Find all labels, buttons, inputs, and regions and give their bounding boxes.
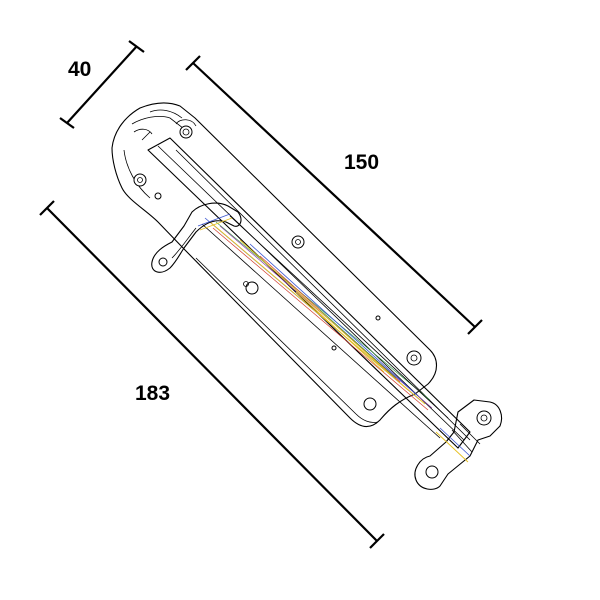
dimension-tick-width-top — [128, 40, 145, 53]
dimension-tick-width-bottom — [59, 117, 75, 129]
handle-knob-end — [158, 257, 168, 267]
dimension-tick-plate-top — [185, 55, 201, 71]
bolt-top-ornament — [133, 119, 197, 141]
dimension-line-width — [66, 45, 138, 124]
bolt-handle — [151, 202, 242, 273]
bolt-shaft — [201, 215, 449, 439]
dimension-overall-length: 183 — [39, 200, 385, 549]
screw-mark-2 — [375, 315, 381, 321]
screw-hole-2 — [154, 192, 162, 200]
screw-hole-3 — [291, 235, 305, 249]
keeper-hole-bottom — [425, 465, 439, 479]
bolt-base-plate — [111, 102, 438, 428]
dimension-tick-plate-bottom — [467, 319, 483, 335]
screw-hole-4 — [245, 281, 259, 295]
plate-edge-detail — [195, 257, 379, 423]
screw-hole-6 — [363, 397, 377, 411]
plate-screw-holes — [133, 173, 422, 411]
screw-mark-1 — [331, 345, 337, 351]
dimension-plate-length: 150 — [185, 55, 483, 335]
dimension-line-overall-length — [46, 207, 378, 542]
dimension-label-overall-length: 183 — [135, 382, 170, 405]
screw-hole-5 — [406, 350, 422, 366]
dimension-tick-overall-bottom — [369, 533, 385, 549]
screw-hole-1 — [133, 173, 147, 187]
keeper-hole-top — [476, 410, 492, 426]
dimension-tick-overall-top — [39, 200, 55, 216]
bolt-keeper — [414, 399, 503, 490]
dimension-label-width: 40 — [68, 58, 91, 81]
dimension-width: 40 — [59, 40, 145, 129]
dimension-label-plate-length: 150 — [344, 151, 379, 174]
screw-hole-top — [179, 125, 193, 139]
dimension-line-plate-length — [192, 62, 476, 328]
